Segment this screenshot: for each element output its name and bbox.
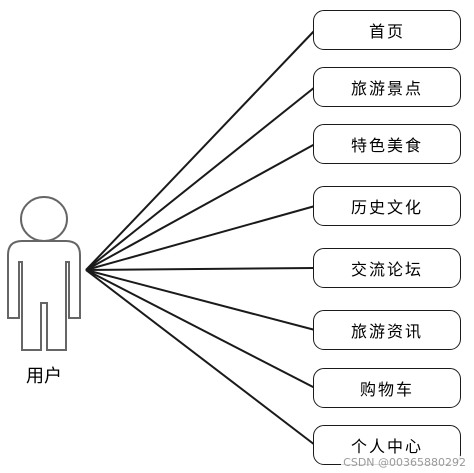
connector-lines [85,29,316,446]
actor-label: 用户 [26,366,62,387]
use-case-box: 历史文化 [313,186,461,226]
use-case-box: 旅游资讯 [313,310,461,350]
use-case-box: 购物车 [313,368,461,408]
use-case-box: 特色美食 [313,124,461,164]
connector-line [85,269,316,331]
use-case-box: 交流论坛 [313,248,461,288]
connector-line [85,269,316,446]
use-case-box: 首页 [313,10,461,50]
connector-line [85,267,316,271]
use-case-box: 旅游景点 [313,67,461,107]
watermark: CSDN @00365880292 [341,456,468,469]
connector-line [85,29,316,271]
actor-head [20,196,68,242]
connector-line [85,205,316,271]
connector-line [85,269,316,389]
connector-line [85,86,316,271]
actor-figure-icon [7,196,81,351]
connector-line [85,143,316,271]
actor-body [7,240,81,351]
